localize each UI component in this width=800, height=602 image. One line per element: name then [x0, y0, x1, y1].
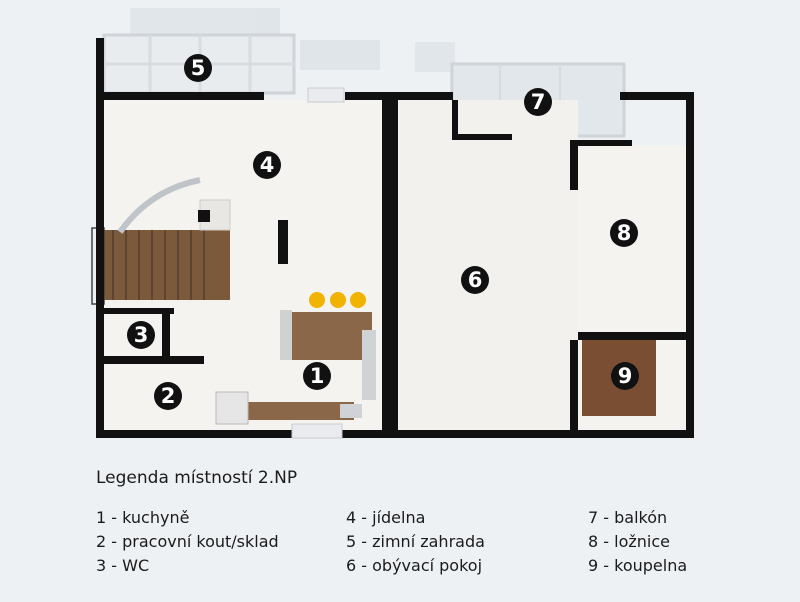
svg-text:6: 6: [468, 268, 483, 292]
svg-text:8: 8: [617, 221, 632, 245]
staircase: [91, 227, 230, 305]
legend-item: 9 - koupelna: [588, 556, 688, 575]
room-badge-3: 3: [127, 321, 155, 349]
legend-item: 3 - WC: [96, 556, 150, 575]
room-badge-7: 7: [524, 88, 552, 116]
svg-text:9: 9: [618, 364, 633, 388]
legend-column-3: 7 - balkón 8 - ložnice 9 - koupelna: [588, 506, 687, 578]
winter-garden: [102, 33, 296, 95]
svg-text:5: 5: [191, 56, 206, 80]
room-badge-2: 2: [154, 382, 182, 410]
column: [198, 210, 210, 222]
room-badge-4: 4: [253, 151, 281, 179]
svg-text:3: 3: [134, 323, 149, 347]
room-badge-5: 5: [184, 54, 212, 82]
room-badge-8: 8: [610, 219, 638, 247]
kitchen: [215, 310, 376, 425]
legend-item: 2 - pracovní kout/sklad: [96, 532, 279, 551]
svg-text:7: 7: [531, 90, 546, 114]
legend-item: 5 - zimní zahrada: [346, 532, 485, 551]
legend-title: Legenda místností 2.NP: [96, 468, 298, 488]
room-badge-1: 1: [303, 362, 331, 390]
floor-plan: 1 2 3 4 5 6 7 8 9: [91, 8, 694, 439]
legend-item: 6 - obývací pokoj: [346, 556, 483, 575]
walls: [96, 38, 694, 438]
doors: [291, 87, 345, 439]
legend-item: 1 - kuchyně: [96, 508, 190, 527]
legend-column-1: 1 - kuchyně 2 - pracovní kout/sklad 3 - …: [96, 506, 279, 578]
legend-item: 7 - balkón: [588, 508, 668, 527]
room-badge-6: 6: [461, 266, 489, 294]
svg-text:4: 4: [260, 153, 275, 177]
legend-item: 4 - jídelna: [346, 508, 426, 527]
svg-text:2: 2: [161, 384, 176, 408]
legend-column-2: 4 - jídelna 5 - zimní zahrada 6 - obývac…: [346, 506, 485, 578]
stair-rail: [117, 177, 201, 234]
room-badge-9: 9: [611, 362, 639, 390]
legend-item: 8 - ložnice: [588, 532, 670, 551]
dining-chairs: [309, 292, 366, 308]
svg-text:1: 1: [310, 364, 325, 388]
partition: [278, 220, 288, 264]
